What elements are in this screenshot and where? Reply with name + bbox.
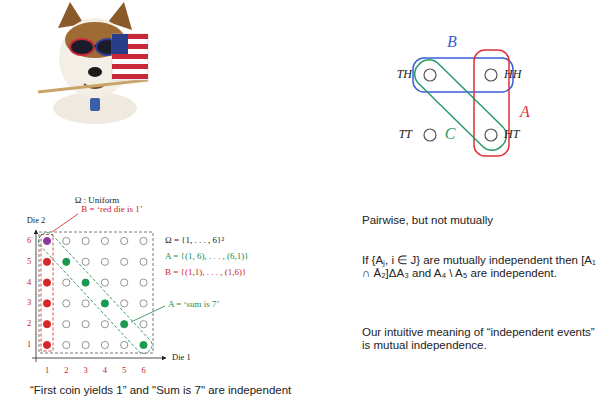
- outcome-dot: [101, 258, 108, 265]
- set-name: B: [447, 33, 457, 51]
- outcome-point: [485, 69, 497, 81]
- outcome-dot: [121, 300, 128, 307]
- flag-canton: [112, 34, 128, 54]
- sample-space-outline: [39, 232, 153, 353]
- set-definition: A = {(1, 6), . . . , (6,1)}: [165, 251, 248, 261]
- note-text: Our intuitive meaning of “independent ev…: [362, 326, 606, 352]
- axis-tick: 4: [103, 366, 107, 376]
- outcome-point: [424, 129, 436, 141]
- flag-stick: [38, 80, 148, 92]
- axis-line: [32, 358, 166, 359]
- outcome-dot: [101, 300, 108, 307]
- outcome-dot: [121, 258, 128, 265]
- outcome-dot: [43, 300, 50, 307]
- axis-tick: 1: [27, 340, 31, 350]
- outcome-dot: [82, 258, 89, 265]
- sunglasses-lens: [70, 39, 94, 55]
- set-definition: Ω = {1, . . . , 6}²: [165, 235, 224, 245]
- outcome-dot: [101, 341, 108, 348]
- set-definition: B = {(1,1), . . . , (1,6)}: [165, 267, 246, 277]
- outcome-dot: [101, 237, 108, 244]
- event-b-outline: [41, 235, 53, 352]
- outcome-dot: [63, 341, 70, 348]
- outcome-label: TH: [397, 68, 412, 82]
- sunglasses-bridge: [94, 45, 96, 47]
- axis-tick: 3: [27, 299, 31, 309]
- axis-tick: 2: [27, 319, 31, 329]
- outcome-dot: [121, 279, 128, 286]
- outcome-dot: [82, 279, 89, 286]
- outcome-point: [485, 129, 497, 141]
- axis-tick: 4: [27, 278, 31, 288]
- outcome-dot: [140, 258, 147, 265]
- outcome-dot: [101, 321, 108, 328]
- flag-stripe: [112, 64, 148, 69]
- outcome-dot: [121, 341, 128, 348]
- set-c-outline: [409, 54, 511, 155]
- outcome-dot: [43, 237, 50, 244]
- axis-title: Die 1: [172, 353, 191, 363]
- axis-tick: 6: [27, 236, 31, 246]
- leader-line: [52, 214, 78, 232]
- dice-diagram: [32, 214, 166, 362]
- flag-stripe: [112, 54, 148, 59]
- us-flag: [112, 34, 148, 80]
- outcome-dot: [63, 258, 70, 265]
- event-label: B = ‘red die is 1’: [81, 204, 142, 214]
- axis-tick: 1: [45, 366, 49, 376]
- outcome-dot: [43, 258, 50, 265]
- dice-outcomes: [43, 237, 147, 348]
- outcome-dot: [63, 300, 70, 307]
- caption-text: “First coin yields 1” and "Sum is 7" are…: [30, 384, 292, 397]
- outcome-label: HH: [504, 68, 521, 82]
- outcome-dot: [63, 321, 70, 328]
- outcome-dot: [82, 237, 89, 244]
- outcome-dot: [140, 341, 147, 348]
- outcome-dot: [101, 279, 108, 286]
- dog-nose: [88, 67, 102, 77]
- outcome-dot: [82, 300, 89, 307]
- axis-title: Die 2: [27, 216, 46, 226]
- outcome-dot: [140, 321, 147, 328]
- outcome-label: TT: [399, 128, 412, 142]
- flag-stripe: [112, 74, 148, 79]
- outcome-dot: [43, 321, 50, 328]
- dog-tag: [90, 98, 100, 111]
- event-a-outline: [36, 230, 155, 357]
- axis-tick: 2: [64, 366, 68, 376]
- outcome-dot: [43, 279, 50, 286]
- dog-photo: [38, 2, 148, 124]
- axis-line: [36, 230, 37, 362]
- flag-field: [112, 34, 148, 80]
- coin-set-diagram: [409, 50, 513, 156]
- outcome-dot: [63, 279, 70, 286]
- note-text: If {Aⱼ, i ∈ J} are mutually independent …: [362, 254, 606, 280]
- outcome-dot: [121, 237, 128, 244]
- outcome-dot: [140, 300, 147, 307]
- set-name: A: [520, 103, 530, 121]
- outcome-dot: [140, 237, 147, 244]
- outcome-label: HT: [504, 128, 519, 142]
- outcome-dot: [43, 341, 50, 348]
- outcome-point: [424, 69, 436, 81]
- axis-tick: 5: [27, 257, 31, 267]
- outcome-dot: [82, 321, 89, 328]
- outcome-dot: [63, 237, 70, 244]
- axis-tick: 6: [141, 366, 145, 376]
- outcome-dot: [140, 279, 147, 286]
- set-name: C: [445, 125, 456, 143]
- event-label: A = ‘sum is 7’: [168, 299, 220, 309]
- axis-tick: 5: [122, 366, 126, 376]
- leader-line: [131, 306, 165, 322]
- outcome-dot: [82, 341, 89, 348]
- outcome-dot: [121, 321, 128, 328]
- note-text: Pairwise, but not mutually: [362, 214, 606, 227]
- axis-tick: 3: [83, 366, 87, 376]
- space-title: Ω : Uniform: [75, 195, 120, 205]
